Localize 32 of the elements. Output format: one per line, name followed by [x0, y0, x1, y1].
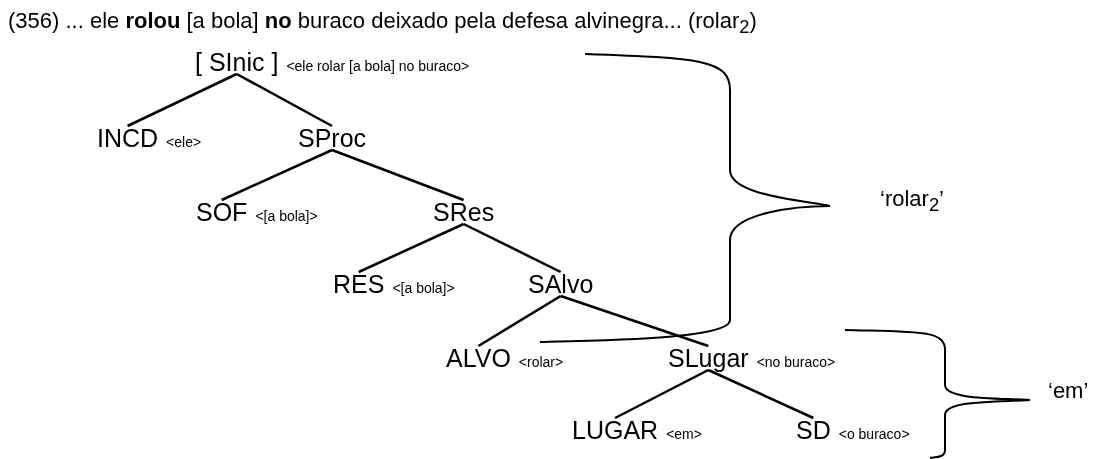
meaning-label: ‘em’ [1048, 378, 1089, 404]
tree-branch-line [221, 148, 333, 202]
semantic-annotation: <ele> [166, 134, 202, 150]
category-label: LUGAR [572, 416, 659, 444]
tree-branch-line [463, 222, 562, 274]
category-label: SAlvo [528, 270, 594, 298]
tree-branch-line [614, 368, 709, 420]
category-label: SOF [196, 198, 248, 226]
semantic-annotation: <no buraco> [756, 354, 836, 370]
semantic-annotation: <em> [666, 426, 702, 442]
semantic-annotation: <o buraco> [838, 426, 910, 442]
semantic-annotation: <[a bola]> [255, 208, 318, 224]
category-label: ALVO [446, 344, 511, 372]
tree-branch-line [358, 222, 465, 274]
semantic-annotation: <ele rolar [a bola] no buraco> [286, 58, 470, 74]
category-label: SLugar [668, 344, 749, 372]
category-label: SRes [433, 198, 495, 226]
meaning-label: ‘rolar$_{2}$’ [880, 186, 944, 217]
category-label: [ SInic ] [195, 48, 279, 76]
tree-branch-line [331, 148, 464, 202]
category-label: RES [333, 270, 385, 298]
semantic-annotation: <rolar> [518, 354, 564, 370]
tree-branch-line [236, 72, 333, 128]
tree-branch-line [560, 294, 709, 348]
tree-branch-line [477, 294, 562, 348]
example-sentence: (356) ... ele rolou [a bola] no buraco deixado pela defesa alvinegra... (rolar$_{2}$) [8, 8, 757, 39]
semantic-annotation: <[a bola]> [392, 280, 455, 296]
category-label: SProc [298, 124, 367, 152]
tree-branch-line [127, 72, 238, 128]
category-label: SD [796, 416, 831, 444]
category-label: INCD [97, 124, 159, 152]
tree-branch-line [707, 368, 814, 420]
